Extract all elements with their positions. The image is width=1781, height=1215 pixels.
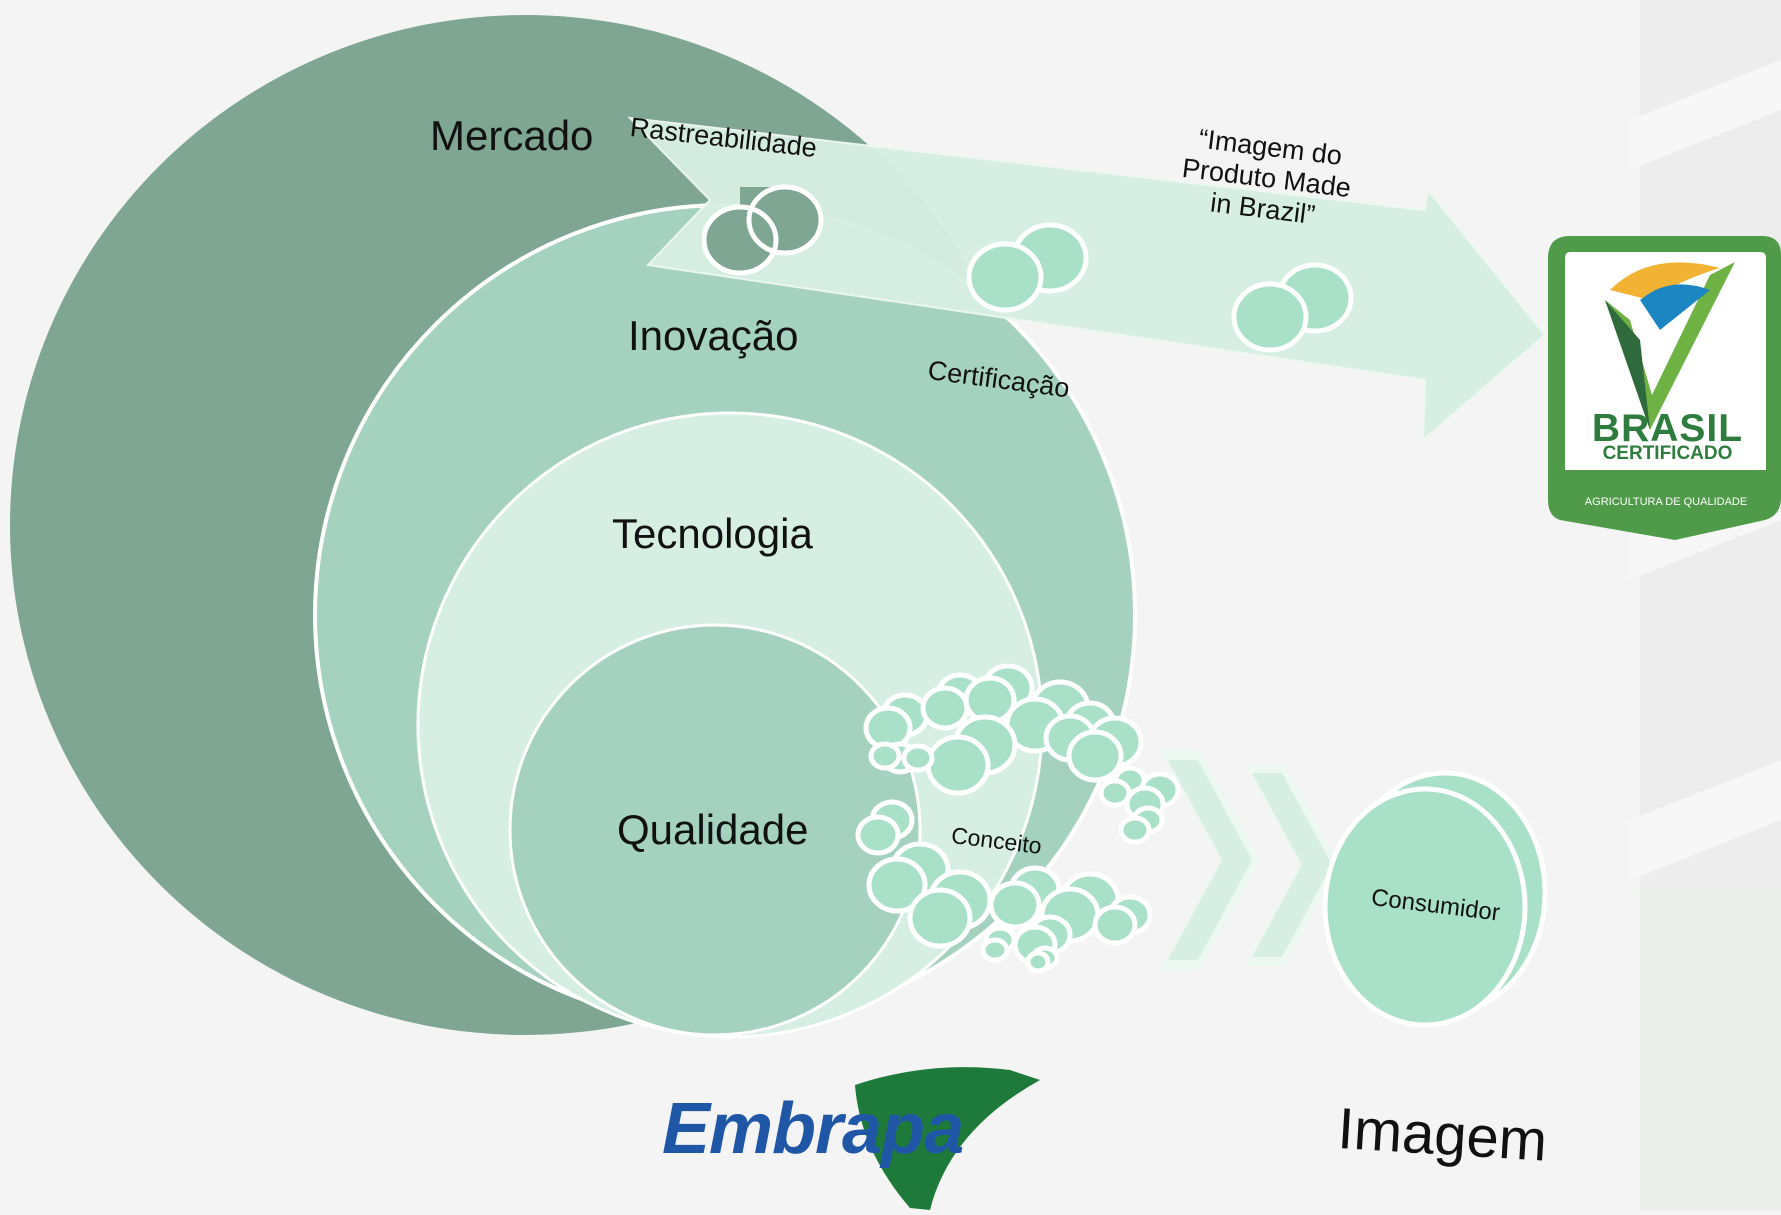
cylinder-icon <box>966 222 1089 313</box>
brasil-certificado-badge <box>1548 236 1781 540</box>
badge-title: BRASIL <box>1591 407 1744 450</box>
badge-subtitle: CERTIFICADO <box>1602 443 1733 464</box>
consumidor-disc <box>1322 770 1548 1028</box>
chevron-arrows <box>1160 750 1340 970</box>
badge-tagline: AGRICULTURA DE QUALIDADE <box>1584 496 1748 508</box>
conceito-cluster <box>855 663 1181 974</box>
tecnologia-label: Tecnologia <box>612 510 813 557</box>
embrapa-logo <box>855 1067 1040 1210</box>
arrow-shape <box>627 116 1547 443</box>
cylinder-icon <box>701 184 824 276</box>
background-stripes <box>1630 0 1781 1210</box>
mercado-label: Mercado <box>430 112 594 159</box>
imagem-label: Imagem <box>1335 1095 1550 1174</box>
qualidade-label: Qualidade <box>617 806 809 853</box>
embrapa-wordmark: Embrapa <box>662 1089 964 1169</box>
cylinder-icon <box>1231 262 1354 353</box>
inovacao-label: Inovação <box>628 312 799 359</box>
qualidade-circle <box>508 623 922 1037</box>
